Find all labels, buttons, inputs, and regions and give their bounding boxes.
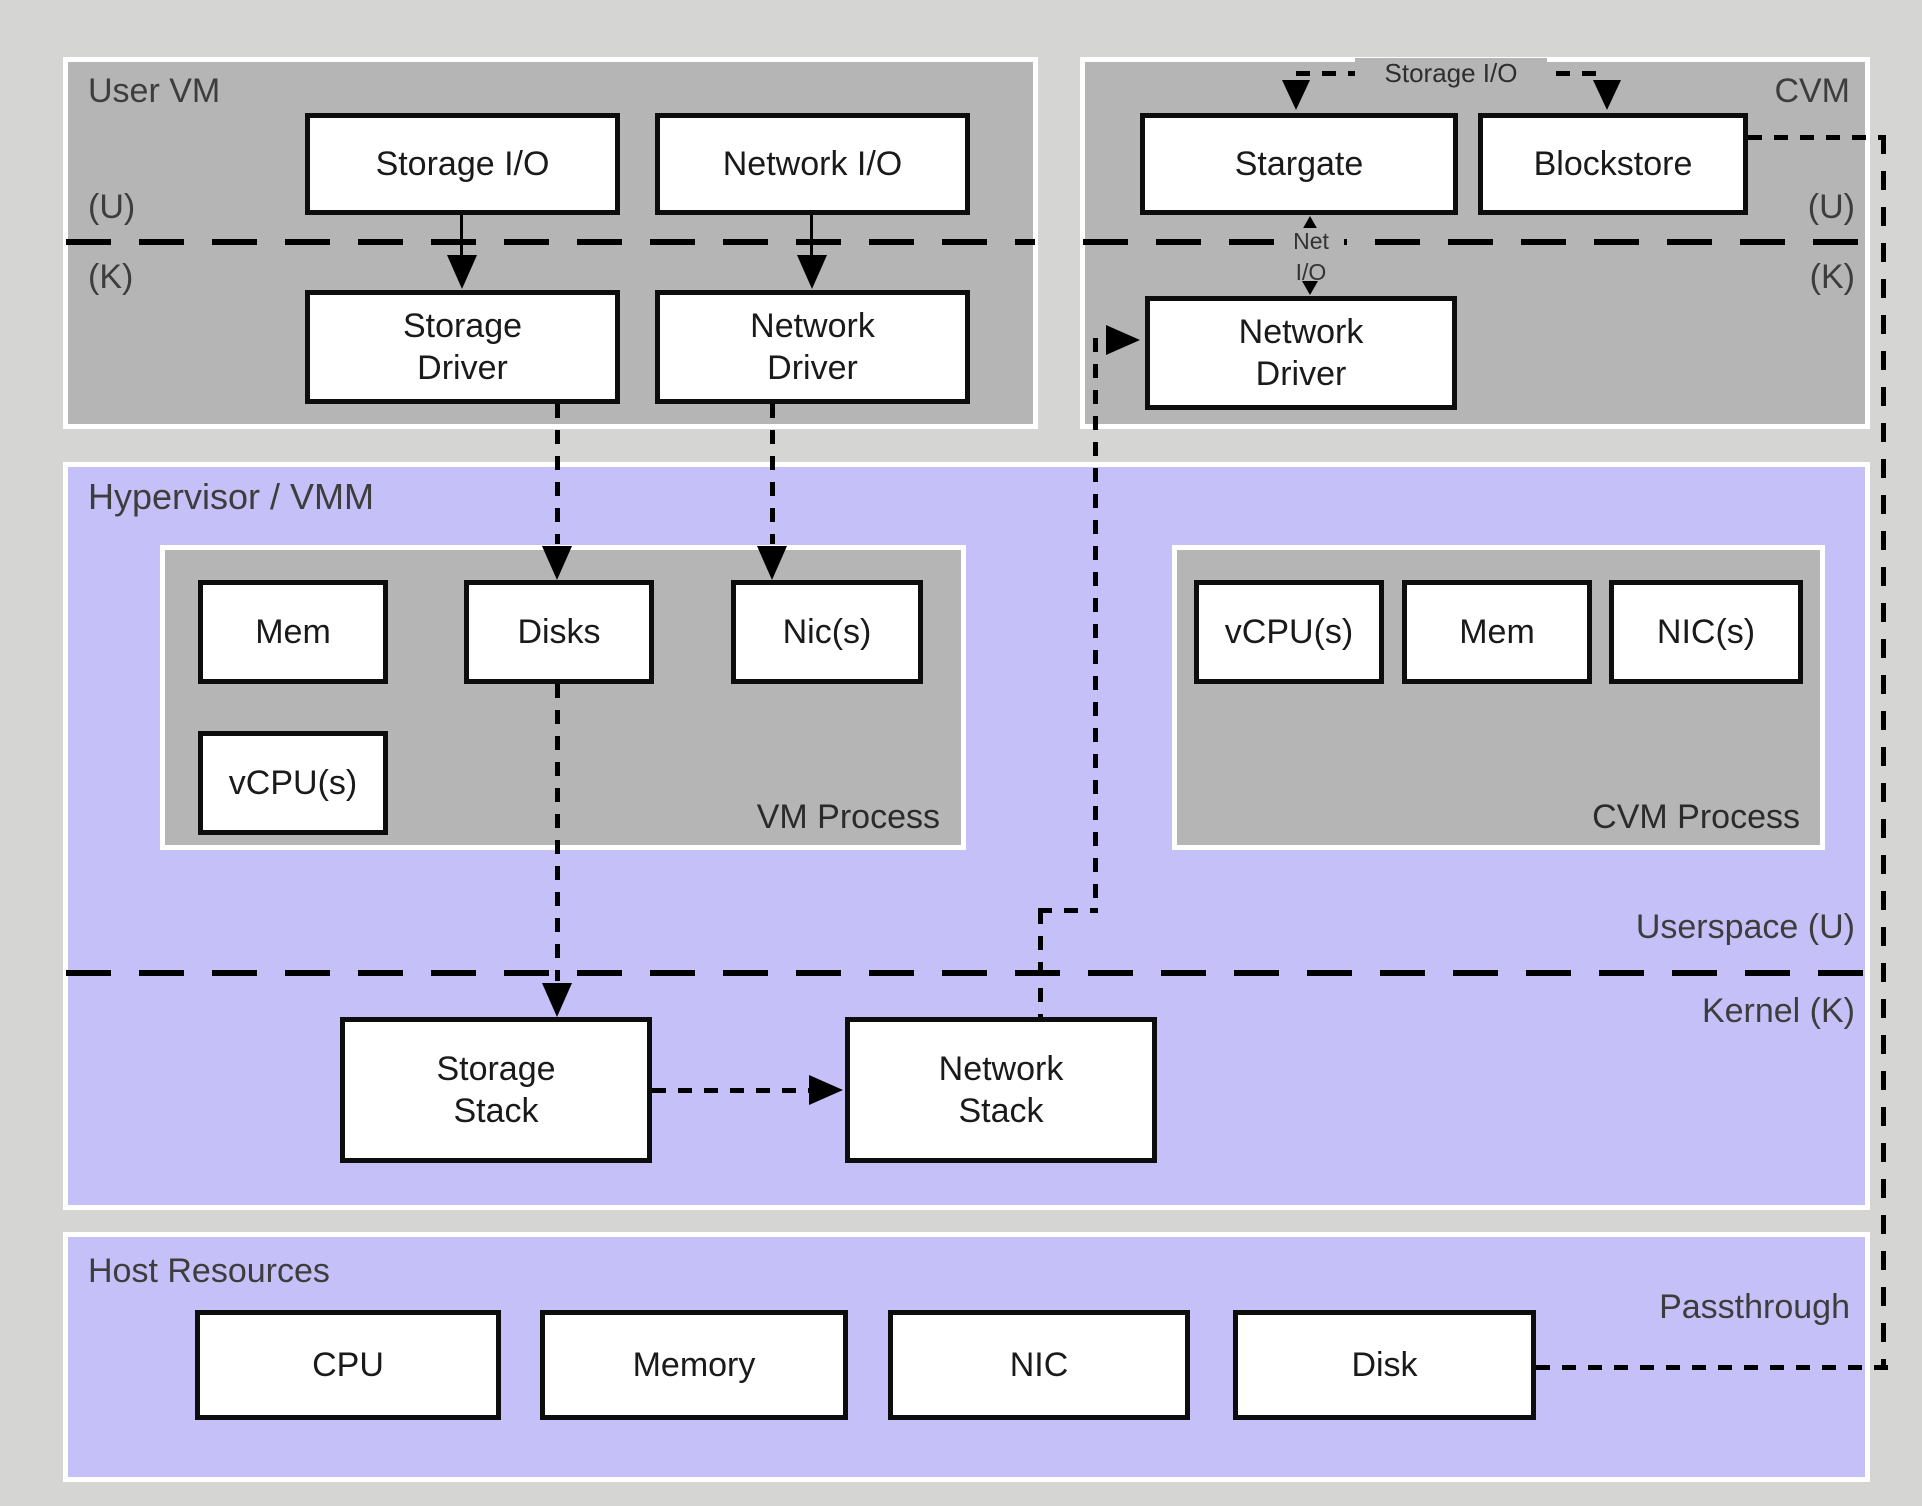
vm-mem-box: Mem [198, 580, 388, 684]
nic-label: NIC [1009, 1345, 1069, 1384]
storage-io-flow-label: Storage I/O [1355, 58, 1547, 89]
user-vm-userspace-label: (U) [88, 188, 136, 226]
storage-stack-label: Storage Stack [436, 1049, 556, 1131]
connector-networkstack-up [1038, 910, 1043, 1017]
connector-networkstack-jog [1038, 908, 1098, 913]
blockstore-box: Blockstore [1478, 113, 1748, 215]
cvm-mem-label: Mem [1459, 612, 1535, 651]
storage-driver-label: Storage Driver [402, 306, 523, 388]
vm-vcpus-box: vCPU(s) [198, 731, 388, 835]
memory-label: Memory [632, 1345, 756, 1384]
hypervisor-title: Hypervisor / VMM [88, 476, 375, 517]
network-io-box: Network I/O [655, 113, 970, 215]
user-vm-title: User VM [88, 72, 221, 110]
network-io-label: Network I/O [722, 144, 903, 183]
cvm-process-title: CVM Process [1592, 798, 1800, 836]
cvm-mem-box: Mem [1402, 580, 1592, 684]
storage-driver-box: Storage Driver [305, 290, 620, 404]
hypervisor-uk-divider [66, 970, 1865, 976]
connector-blockstore-passthrough-h [1748, 135, 1885, 140]
arrowhead-networkdriver [797, 255, 827, 289]
vm-nics-label: Nic(s) [782, 612, 872, 651]
cvm-nics-label: NIC(s) [1656, 612, 1756, 651]
user-vm-uk-divider [66, 239, 1035, 245]
network-stack-box: Network Stack [845, 1017, 1157, 1163]
connector-storagedriver-disks [555, 404, 560, 544]
cvm-network-driver-box: Network Driver [1145, 296, 1457, 410]
connector-networkdriver-nics [770, 404, 775, 544]
user-vm-kernel-label: (K) [88, 258, 134, 296]
arrowhead-cvmdriver [1106, 325, 1140, 355]
blockstore-label: Blockstore [1533, 144, 1693, 183]
cpu-label: CPU [312, 1345, 384, 1384]
cvm-nics-box: NIC(s) [1609, 580, 1803, 684]
passthrough-label: Passthrough [1659, 1288, 1850, 1326]
arrowhead-networkstack [809, 1075, 843, 1105]
cvm-uk-divider [1083, 239, 1865, 245]
cvm-title: CVM [1774, 72, 1850, 110]
cvm-network-driver-label: Network Driver [1238, 312, 1364, 394]
cvm-vcpus-box: vCPU(s) [1194, 580, 1384, 684]
cpu-box: CPU [195, 1310, 501, 1420]
nic-box: NIC [888, 1310, 1190, 1420]
host-resources-title: Host Resources [88, 1252, 330, 1290]
arrowhead-disks [542, 546, 572, 580]
vm-process-title: VM Process [756, 798, 940, 836]
connector-blockstore-passthrough-v [1881, 135, 1886, 1368]
arrowhead-nics [757, 546, 787, 580]
connector-storageio-storagedriver [460, 215, 463, 260]
connector-disk-passthrough [1536, 1365, 1900, 1370]
vm-nics-box: Nic(s) [731, 580, 923, 684]
stargate-box: Stargate [1140, 113, 1458, 215]
hypervisor-kernel-label: Kernel (K) [1701, 992, 1855, 1030]
memory-box: Memory [540, 1310, 848, 1420]
arrowhead-net-io-up [1302, 216, 1318, 230]
disk-box: Disk [1233, 1310, 1536, 1420]
arrowhead-stargate [1282, 80, 1310, 110]
storage-stack-box: Storage Stack [340, 1017, 652, 1163]
arrowhead-blockstore [1593, 80, 1621, 110]
vm-vcpus-label: vCPU(s) [228, 763, 358, 802]
network-driver-box: Network Driver [655, 290, 970, 404]
cvm-kernel-label: (K) [1809, 258, 1855, 296]
arrowhead-storagedriver [447, 255, 477, 289]
arrowhead-net-io-down [1302, 281, 1318, 295]
connector-up-to-cvmdriver [1093, 338, 1098, 910]
cvm-vcpus-label: vCPU(s) [1224, 612, 1354, 651]
vm-disks-box: Disks [464, 580, 654, 684]
disk-label: Disk [1351, 1345, 1418, 1384]
network-stack-label: Network Stack [938, 1049, 1064, 1131]
connector-storagestack-networkstack [652, 1088, 809, 1093]
storage-io-label: Storage I/O [375, 144, 550, 183]
stargate-label: Stargate [1234, 144, 1364, 183]
arrowhead-storagestack [542, 983, 572, 1017]
vm-disks-label: Disks [517, 612, 601, 651]
storage-io-box: Storage I/O [305, 113, 620, 215]
cvm-userspace-label: (U) [1807, 188, 1855, 226]
connector-disks-storagestack [555, 684, 560, 981]
net-io-label-top: Net [1278, 228, 1344, 255]
connector-networkio-networkdriver [810, 215, 813, 260]
hypervisor-userspace-label: Userspace (U) [1635, 908, 1855, 946]
network-driver-label: Network Driver [750, 306, 875, 388]
vm-mem-label: Mem [255, 612, 331, 651]
